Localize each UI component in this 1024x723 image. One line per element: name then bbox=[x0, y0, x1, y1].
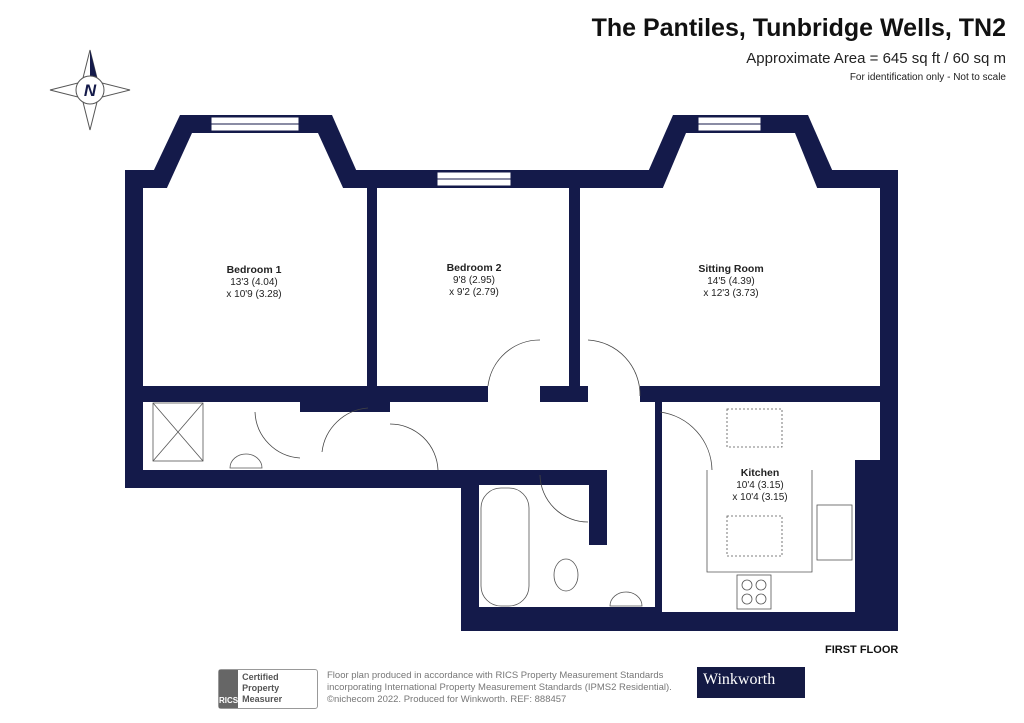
room-name: Bedroom 1 bbox=[226, 264, 282, 276]
skylight bbox=[726, 408, 783, 448]
room-dimension: x 10'9 (3.28) bbox=[226, 289, 282, 300]
rics-certification: Certified Property Measurer bbox=[242, 672, 283, 704]
room-name: Bedroom 2 bbox=[446, 262, 502, 274]
room-dimension: x 10'4 (3.15) bbox=[732, 492, 788, 503]
property-title: The Pantiles, Tunbridge Wells, TN2 bbox=[591, 14, 1006, 42]
fixtures bbox=[152, 402, 853, 610]
room-interiors bbox=[143, 133, 880, 612]
room-dimension: x 12'3 (3.73) bbox=[703, 288, 759, 299]
room-name: Sitting Room bbox=[698, 263, 764, 275]
compass-north-label: N bbox=[84, 81, 97, 100]
hallway-floor bbox=[488, 340, 540, 402]
bath bbox=[480, 487, 530, 607]
hallway-floor bbox=[390, 402, 655, 470]
basin bbox=[229, 453, 263, 469]
rics-logo: RICS bbox=[219, 670, 239, 708]
room-name: Kitchen bbox=[740, 467, 780, 479]
hob bbox=[736, 574, 772, 610]
disclaimer-text: Floor plan produced in accordance with R… bbox=[327, 670, 672, 705]
sitting-room-bay bbox=[662, 133, 818, 190]
scale-note: For identification only - Not to scale bbox=[849, 72, 1006, 83]
room-dimension: 14'5 (4.39) bbox=[707, 276, 755, 287]
skylight bbox=[726, 515, 783, 557]
rics-badge: RICS Certified Property Measurer bbox=[218, 669, 318, 709]
hallway-floor bbox=[588, 340, 640, 402]
bathroom-basin bbox=[609, 591, 643, 607]
store-floor bbox=[838, 402, 880, 460]
sink bbox=[816, 504, 853, 561]
door-swings bbox=[254, 339, 713, 523]
cupboard-floor bbox=[607, 470, 655, 545]
toilet bbox=[553, 558, 579, 592]
floor-label: FIRST FLOOR bbox=[825, 644, 899, 656]
room-dimension: 13'3 (4.04) bbox=[230, 277, 278, 288]
compass-icon: N bbox=[49, 49, 131, 131]
bedroom-1-bay bbox=[166, 133, 344, 190]
room-dimension: x 9'2 (2.79) bbox=[449, 287, 499, 298]
approximate-area: Approximate Area = 645 sq ft / 60 sq m bbox=[746, 50, 1006, 67]
windows bbox=[210, 116, 762, 187]
bedroom-1-floor bbox=[143, 188, 367, 386]
brand-logo: Winkworth bbox=[697, 667, 805, 698]
lobby-floor bbox=[300, 412, 390, 470]
kitchen-worktop bbox=[706, 470, 813, 573]
room-dimension: 9'8 (2.95) bbox=[453, 275, 495, 286]
room-dimension: 10'4 (3.15) bbox=[736, 480, 784, 491]
